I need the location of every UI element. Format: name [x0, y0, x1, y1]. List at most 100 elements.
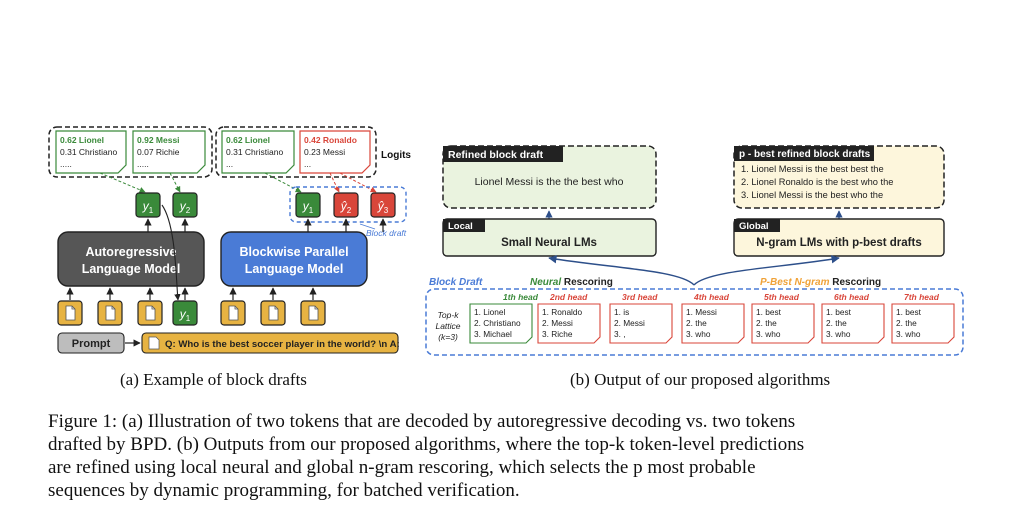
head-item: 1. Lionel: [474, 307, 506, 317]
head-card: [891, 303, 955, 344]
head-label: 3rd head: [622, 292, 658, 302]
logit-more: .....: [137, 159, 149, 169]
token-label: y1: [302, 199, 314, 215]
head-column: 2nd head 1. Ronaldo 2. Messi 3. Riche: [537, 292, 601, 344]
global-tag-bar: [734, 219, 780, 232]
panel-a: 0.62 Lionel 0.31 Christiano ..... 0.92 M…: [48, 126, 411, 354]
logit-more: ...: [304, 159, 311, 169]
head-item: 3. who: [826, 329, 851, 339]
head-label: 2nd head: [549, 292, 588, 302]
head-item: 1. best: [756, 307, 782, 317]
head-label: 1th head: [503, 292, 539, 302]
ar-model-line: Autoregressive: [85, 245, 176, 259]
bpd-model-line: Blockwise Parallel: [239, 245, 348, 259]
figure-caption: Figure 1: (a) Illustration of two tokens…: [48, 410, 978, 502]
pbest-item: 1. Lionel Messi is the best best the: [741, 164, 884, 174]
logit-card: [221, 130, 295, 174]
head-label: 4th head: [693, 292, 730, 302]
head-item: 3. ,: [614, 329, 626, 339]
prompt-token-icon: [260, 300, 286, 326]
blockwise-parallel-model: [220, 231, 368, 287]
panel-b: Refined block draft Lionel Messi is the …: [425, 145, 964, 356]
refined-title-bar: [443, 146, 563, 162]
logit-top: 0.62 Lionel: [226, 135, 270, 145]
token-label: y1: [179, 307, 191, 323]
global-model: N-gram LMs with p-best drafts: [756, 237, 921, 249]
logit-second: 0.23 Messi: [304, 147, 345, 157]
logit-second: 0.31 Christiano: [60, 147, 117, 157]
head-column: 5th head 1. best 2. the 3. who: [751, 292, 815, 344]
logit-card: [299, 130, 371, 174]
logit-card: [55, 130, 127, 174]
bpd-model-line: Language Model: [245, 262, 344, 276]
prompt-text-box: [141, 332, 399, 354]
pbest-item: 2. Lionel Ronaldo is the best who the: [741, 177, 893, 187]
lattice-label: Lattice: [435, 321, 460, 331]
head-column: 7th head 1. best 2. the 3. who: [891, 292, 955, 344]
logit-more: .....: [60, 159, 72, 169]
output-token-ar: [172, 192, 198, 218]
head-item: 1. best: [896, 307, 922, 317]
head-item: 2. the: [756, 318, 777, 328]
token-label: ŷ2: [340, 199, 352, 215]
prompt-text: Q: Who is the best soccer player in the …: [165, 339, 400, 350]
logit-more: ...: [226, 159, 233, 169]
caption-line: drafted by BPD. (b) Outputs from our pro…: [48, 434, 805, 455]
logit-second: 0.31 Christiano: [226, 147, 283, 157]
prompt-token-icon: [137, 300, 163, 326]
head-label: 5th head: [764, 292, 800, 302]
head-item: 1. best: [826, 307, 852, 317]
block-draft-label: Block Draft: [429, 277, 483, 288]
head-card: [469, 303, 533, 344]
input-token-y1: [172, 300, 198, 326]
output-token-ar: [135, 192, 161, 218]
logit-top: 0.42 Ronaldo: [304, 135, 357, 145]
caption-b: (b) Output of our proposed algorithms: [570, 370, 831, 389]
head-item: 1. is: [614, 307, 629, 317]
token-label: y2: [179, 199, 191, 215]
prompt-token-icon: [300, 300, 326, 326]
local-model: Small Neural LMs: [501, 237, 597, 249]
head-item: 2. Messi: [614, 318, 645, 328]
logit-top: 0.62 Lionel: [60, 135, 104, 145]
prompt-token-icon: [57, 300, 83, 326]
head-item: 2. Christiano: [474, 318, 521, 328]
head-card: [537, 303, 601, 344]
head-card: [751, 303, 815, 344]
block-draft-label: Block draft: [366, 228, 407, 238]
local-tag: Local: [448, 221, 473, 232]
lattice-label: Top-k: [438, 310, 460, 320]
head-item: 3. who: [686, 329, 711, 339]
neural-rescoring-label: Neural Rescoring: [530, 277, 613, 288]
logits-label: Logits: [381, 150, 411, 161]
lattice-label: (k=3): [438, 332, 458, 342]
ar-model-line: Language Model: [82, 262, 181, 276]
global-tag: Global: [739, 221, 769, 232]
ngram-rescoring-label: P-Best N-gram Rescoring: [760, 277, 881, 288]
prompt-button: [57, 332, 125, 354]
head-label: 7th head: [904, 292, 940, 302]
caption-a: (a) Example of block drafts: [120, 370, 307, 389]
output-token-bpd: [333, 192, 359, 218]
head-item: 2. the: [896, 318, 917, 328]
head-column: 4th head 1. Messi 2. the 3. who: [681, 292, 745, 344]
refined-title: Refined block draft: [448, 149, 544, 161]
prompt-doc-icon: [148, 336, 160, 350]
token-label: ŷ3: [377, 199, 389, 215]
caption-line: are refined using local neural and globa…: [48, 457, 756, 478]
output-token-bpd: [370, 192, 396, 218]
head-card: [681, 303, 745, 344]
head-item: 1. Messi: [686, 307, 717, 317]
head-item: 2. Messi: [542, 318, 573, 328]
head-card: [821, 303, 885, 344]
logit-card: [132, 130, 206, 174]
head-label: 6th head: [834, 292, 870, 302]
logit-top: 0.92 Messi: [137, 135, 180, 145]
head-column: 6th head 1. best 2. the 3. who: [821, 292, 885, 344]
prompt-token-icon: [97, 300, 123, 326]
head-column: 1th head 1. Lionel 2. Christiano 3. Mich…: [469, 292, 539, 344]
refined-text: Lionel Messi is the the best who: [475, 176, 624, 188]
local-tag-bar: [443, 219, 485, 232]
head-item: 3. Michael: [474, 329, 512, 339]
prompt-token-icon: [220, 300, 246, 326]
